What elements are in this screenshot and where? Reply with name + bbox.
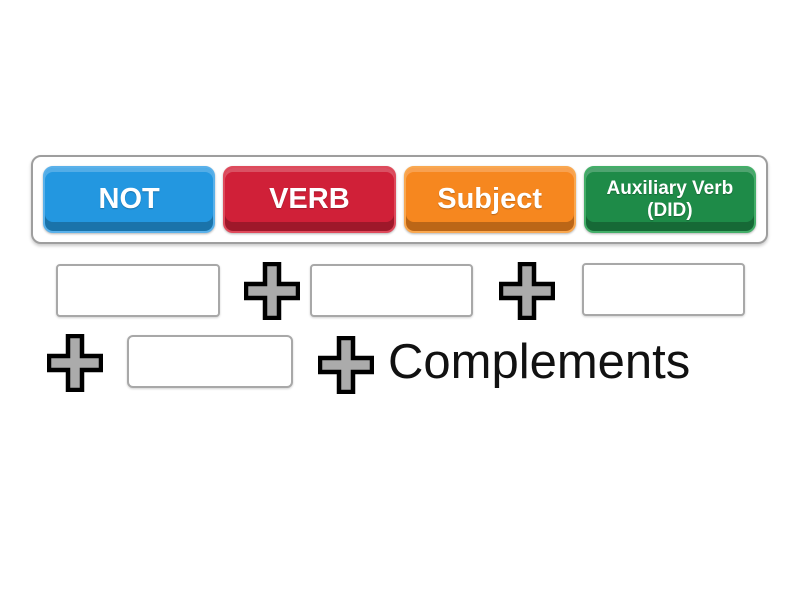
tile-auxiliary-verb-did-label: Auxiliary Verb (DID) xyxy=(606,177,734,221)
drop-slot-1[interactable] xyxy=(56,264,220,317)
fixed-term-complements: Complements xyxy=(388,335,691,389)
tile-not-label: NOT xyxy=(98,183,160,216)
tile-verb-label: VERB xyxy=(269,183,350,216)
plus-icon xyxy=(243,261,301,321)
tile-auxiliary-verb-did[interactable]: Auxiliary Verb (DID) xyxy=(583,166,756,233)
tile-subject[interactable]: Subject xyxy=(403,166,576,233)
drop-slot-4[interactable] xyxy=(127,335,293,388)
plus-icon xyxy=(46,333,104,393)
tile-subject-label: Subject xyxy=(437,183,542,216)
plus-icon xyxy=(498,261,556,321)
tile-not[interactable]: NOT xyxy=(43,166,216,233)
word-tile-tray: NOT VERB Subject Auxiliary Verb (DID) xyxy=(31,155,768,244)
drop-slot-3[interactable] xyxy=(582,263,745,316)
plus-icon xyxy=(317,335,375,395)
tile-verb[interactable]: VERB xyxy=(223,166,396,233)
drop-slot-2[interactable] xyxy=(310,264,473,317)
